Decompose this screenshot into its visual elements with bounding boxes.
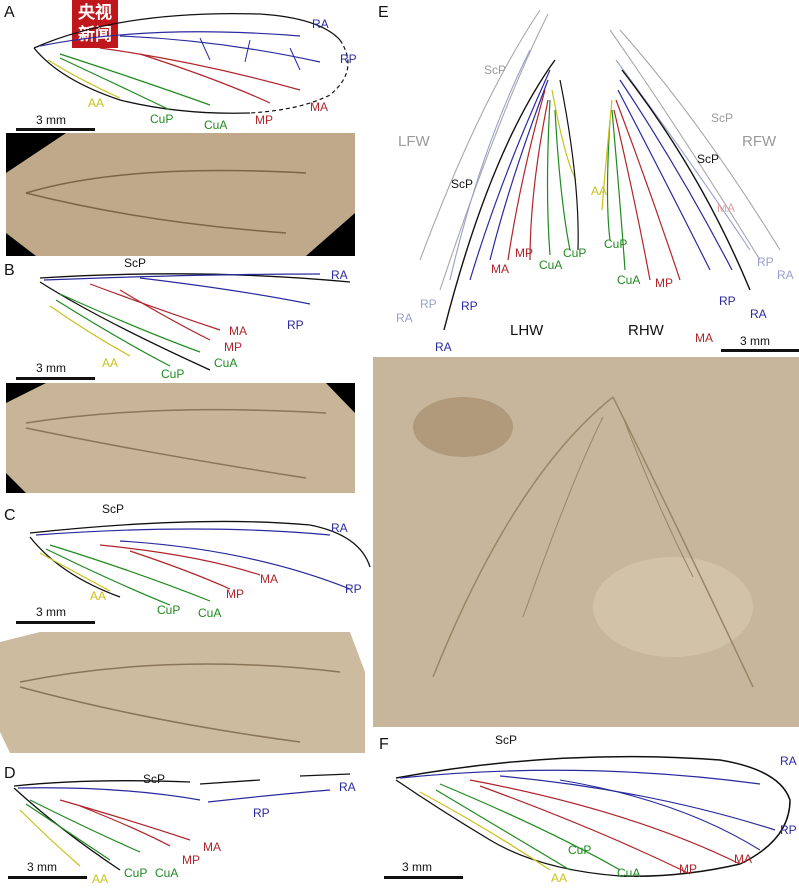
fossil-stone-c [0, 632, 365, 753]
label-e-ra-rfw: RA [777, 268, 794, 282]
label-e-ra-left: RA [435, 340, 452, 354]
scale-bar-a [16, 128, 95, 131]
label-f-ma: MA [734, 852, 752, 866]
scale-label-b: 3 mm [36, 361, 66, 375]
label-e-scp-right: ScP [711, 111, 734, 125]
scale-bar-f [384, 876, 463, 879]
label-d-ra: RA [339, 780, 356, 794]
scale-bar-e [721, 349, 799, 352]
label-a-aa: AA [88, 96, 105, 110]
label-e-rp-lfw: RP [420, 297, 437, 311]
panel-label-d: D [4, 765, 16, 782]
fossil-stone-a [6, 133, 355, 256]
label-e-cua-right: CuA [617, 273, 641, 287]
label-b-cup: CuP [161, 367, 185, 381]
panel-label-e: E [378, 4, 389, 21]
label-f-cua: CuA [617, 866, 641, 880]
label-b-aa: AA [102, 356, 119, 370]
label-e-ra-lfw: RA [396, 311, 413, 325]
label-c-scp: ScP [102, 502, 125, 516]
scale-label-d: 3 mm [27, 860, 57, 874]
label-e-scp-mid-right: ScP [697, 152, 720, 166]
label-c-aa: AA [90, 589, 107, 603]
label-e-lfw: LFW [398, 133, 430, 150]
label-b-ra: RA [331, 268, 348, 282]
label-d-mp: MP [182, 853, 200, 867]
fossil-stone-e [373, 357, 799, 727]
label-d-aa: AA [92, 872, 109, 886]
scale-label-c: 3 mm [36, 605, 66, 619]
label-f-aa: AA [551, 871, 568, 885]
label-e-rp-right: RP [719, 294, 736, 308]
label-b-cua: CuA [214, 356, 238, 370]
label-e-mp-right: MP [655, 276, 673, 290]
label-e-rp-rfw: RP [757, 255, 774, 269]
label-c-ma: MA [260, 572, 278, 586]
panel-label-a: A [4, 4, 15, 21]
label-d-ma: MA [203, 840, 221, 854]
panel-label-b: B [4, 262, 15, 279]
label-d-rp: RP [253, 806, 270, 820]
scale-bar-c [16, 621, 95, 624]
scale-bar-d [8, 876, 87, 879]
label-a-cua: CuA [204, 118, 228, 132]
label-c-mp: MP [226, 587, 244, 601]
wing-drawing-f [395, 755, 791, 877]
wing-drawing-d [13, 773, 351, 871]
label-f-cup: CuP [568, 843, 592, 857]
label-f-rp: RP [780, 823, 797, 837]
fossil-photo-a [6, 133, 355, 256]
label-e-cup-left: CuP [563, 246, 587, 260]
panel-label-c: C [4, 507, 16, 524]
label-e-ma-left: MA [491, 262, 509, 276]
fossil-stone-b [6, 383, 355, 493]
label-e-ma-right-fore: MA [717, 201, 735, 215]
label-e-ra-right: RA [750, 307, 767, 321]
label-d-cup: CuP [124, 866, 148, 880]
label-a-ra: RA [312, 17, 329, 31]
label-a-cup: CuP [150, 112, 174, 126]
label-e-rhw: RHW [628, 322, 664, 339]
label-b-rp: RP [287, 318, 304, 332]
label-e-lhw: LHW [510, 322, 544, 339]
wing-drawing-a [33, 13, 349, 114]
wing-drawing-b [39, 273, 351, 371]
panel-label-f: F [379, 736, 389, 753]
wing-drawing-c [29, 520, 371, 606]
label-e-aa-left: AA [591, 184, 608, 198]
label-b-scp: ScP [124, 256, 147, 270]
scale-bar-b [16, 377, 95, 380]
label-d-cua: CuA [155, 866, 179, 880]
label-a-rp: RP [340, 52, 357, 66]
scale-label-a: 3 mm [36, 113, 66, 127]
label-c-cup: CuP [157, 603, 181, 617]
label-f-ra: RA [780, 754, 797, 768]
label-e-rp-left: RP [461, 299, 478, 313]
label-d-scp: ScP [143, 772, 166, 786]
wing-drawing-e [419, 9, 781, 331]
label-e-cua-left: CuA [539, 258, 563, 272]
label-f-scp: ScP [495, 733, 518, 747]
logo-line-1: 央视 [78, 3, 112, 23]
fossil-photo-e [373, 357, 799, 727]
label-e-mp-left: MP [515, 246, 533, 260]
scale-label-e: 3 mm [740, 334, 770, 348]
label-f-mp: MP [679, 862, 697, 876]
label-a-ma: MA [310, 100, 328, 114]
fossil-photo-c [0, 632, 365, 753]
label-b-ma: MA [229, 324, 247, 338]
label-c-ra: RA [331, 521, 348, 535]
scale-label-f: 3 mm [402, 860, 432, 874]
label-e-scp-left: ScP [451, 177, 474, 191]
label-e-cup-right: CuP [604, 237, 628, 251]
label-a-mp: MP [255, 113, 273, 127]
label-e-scp-top: ScP [484, 63, 507, 77]
label-c-cua: CuA [198, 606, 222, 620]
label-e-rfw: RFW [742, 133, 777, 150]
label-c-rp: RP [345, 582, 362, 596]
label-b-mp: MP [224, 340, 242, 354]
label-e-ma-right: MA [695, 331, 713, 345]
fossil-photo-b [6, 383, 355, 493]
